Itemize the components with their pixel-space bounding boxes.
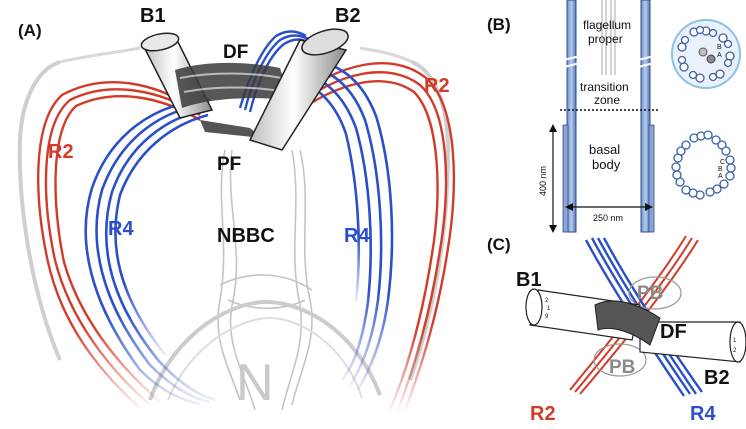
pb-bottom-outline	[593, 343, 647, 377]
dim-height	[549, 124, 557, 233]
nucleus-glyph: N	[236, 354, 274, 412]
axoneme-cross-section: B A	[671, 19, 741, 89]
panel-b: (B) flagellum proper transition zone bas…	[487, 0, 741, 233]
cell-outline-top	[59, 46, 413, 64]
pb-top-outline	[628, 276, 682, 310]
basal-inner-left	[562, 124, 569, 233]
c-label-pb-bottom: PB	[609, 357, 635, 378]
doublet-a: A	[717, 52, 722, 59]
label-width: 250 nm	[593, 213, 623, 223]
label-b2: B2	[335, 5, 361, 27]
label-zone: zone	[594, 93, 620, 107]
nbbc-fibers	[217, 149, 313, 411]
label-transition: transition	[580, 80, 629, 94]
central-pair	[601, 0, 616, 75]
panel-a: N	[17, 5, 456, 412]
triplet-cross-section	[671, 130, 736, 200]
panel-c: (C) 2 1 9 1	[487, 235, 746, 425]
label-proper: proper	[588, 32, 623, 46]
triplet-a: A	[718, 173, 723, 180]
r2-right-microtubules	[287, 62, 456, 411]
c-label-pb-top: PB	[637, 283, 663, 304]
b1-tick-2: 1	[547, 306, 551, 312]
cell-outline	[17, 60, 451, 381]
c-label-r4: R4	[690, 403, 716, 425]
wall-breaks	[563, 55, 655, 68]
label-r4-right: R4	[344, 225, 370, 247]
c-label-b1: B1	[516, 269, 542, 291]
label-flagellum: flagellum	[583, 18, 631, 32]
doublet-b: B	[717, 44, 722, 51]
label-nbbc: NBBC	[217, 225, 275, 247]
panel-a-label: (A)	[18, 21, 42, 40]
c-label-df: DF	[660, 321, 687, 343]
b1-tick-1: 2	[545, 298, 549, 304]
label-df: DF	[223, 42, 248, 63]
nucleus-arc	[148, 299, 382, 401]
dim-width	[565, 203, 653, 211]
basal-body-b2	[248, 28, 349, 151]
c-label-r2: R2	[530, 403, 556, 425]
r4-left-microtubules	[84, 98, 216, 406]
basal-wall-left	[566, 0, 577, 233]
nucleus-arc-inner	[167, 316, 363, 401]
distal-fibers	[175, 62, 290, 138]
c-basal-body-b2	[639, 321, 746, 363]
c-distal-fiber	[594, 300, 661, 346]
basal-inner-right	[648, 124, 655, 233]
label-r4-left: R4	[108, 218, 134, 240]
panel-b-label: (B)	[487, 15, 511, 34]
label-r2-left: R2	[48, 141, 74, 163]
label-pf: PF	[217, 154, 241, 175]
triplet-b: B	[718, 166, 723, 173]
label-r2-right: R2	[424, 75, 450, 97]
label-b1: B1	[140, 5, 166, 27]
b2-tick-1: 1	[733, 338, 737, 344]
r4-right-microtubules	[279, 60, 394, 391]
b1-tick-3: 9	[545, 314, 549, 320]
basal-wall-right	[640, 0, 651, 233]
b2-tick-2: 2	[733, 348, 737, 354]
r2-left-microtubules	[36, 81, 201, 409]
label-body: body	[592, 157, 621, 172]
c-label-b2: B2	[704, 367, 730, 389]
panel-c-label: (C)	[487, 235, 511, 254]
triplet-c: C	[720, 159, 725, 166]
label-height: 400 nm	[538, 166, 548, 196]
label-basal: basal	[589, 142, 620, 157]
